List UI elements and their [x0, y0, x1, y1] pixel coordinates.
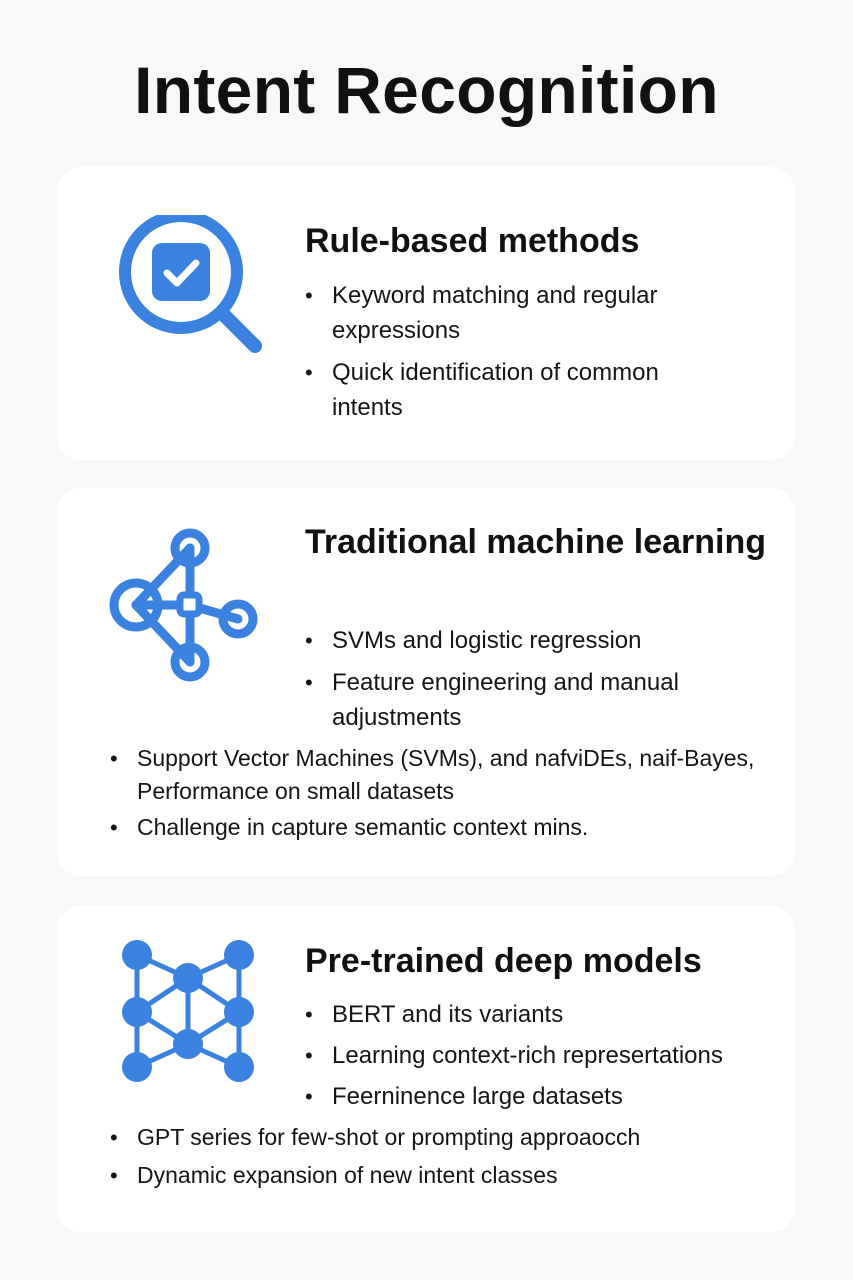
bullet-item: Support Vector Machines (SVMs), and nafv… — [110, 742, 770, 808]
section-heading: Traditional machine learning — [305, 523, 766, 561]
bullet-list: SVMs and logistic regression Feature eng… — [305, 623, 765, 742]
section-heading: Pre-trained deep models — [305, 942, 702, 980]
section-heading: Rule-based methods — [305, 222, 640, 260]
bullet-item: Challenge in capture semantic context mi… — [110, 811, 770, 844]
bullet-item: Quick identification of common intents — [305, 355, 685, 425]
bullet-item: Feerninence large datasets — [305, 1079, 775, 1114]
magnifier-check-icon — [119, 215, 262, 353]
bullet-list: Keyword matching and regular expressions… — [305, 278, 685, 432]
card-pretrained-deep: Pre-trained deep models BERT and its var… — [57, 906, 795, 1232]
bullet-item: Learning context-rich represertations — [305, 1038, 775, 1073]
card-rule-based: Rule-based methods Keyword matching and … — [57, 167, 795, 460]
bullet-item: BERT and its variants — [305, 997, 775, 1032]
page-title: Intent Recognition — [134, 53, 719, 127]
bullet-item: Dynamic expansion of new intent classes — [110, 1159, 770, 1192]
card-traditional-ml: Traditional machine learning SVMs and lo… — [57, 488, 795, 876]
extra-bullet-list: GPT series for few-shot or prompting app… — [110, 1121, 770, 1199]
bullet-item: Keyword matching and regular expressions — [305, 278, 685, 348]
bullet-list: BERT and its variants Learning context-r… — [305, 997, 775, 1121]
neural-network-icon — [122, 940, 254, 1082]
extra-bullet-list: Support Vector Machines (SVMs), and nafv… — [110, 742, 770, 851]
bullet-item: GPT series for few-shot or prompting app… — [110, 1121, 770, 1154]
bullet-item: Feature engineering and manual adjustmen… — [305, 665, 765, 735]
network-graph-icon — [109, 528, 258, 682]
bullet-item: SVMs and logistic regression — [305, 623, 765, 658]
